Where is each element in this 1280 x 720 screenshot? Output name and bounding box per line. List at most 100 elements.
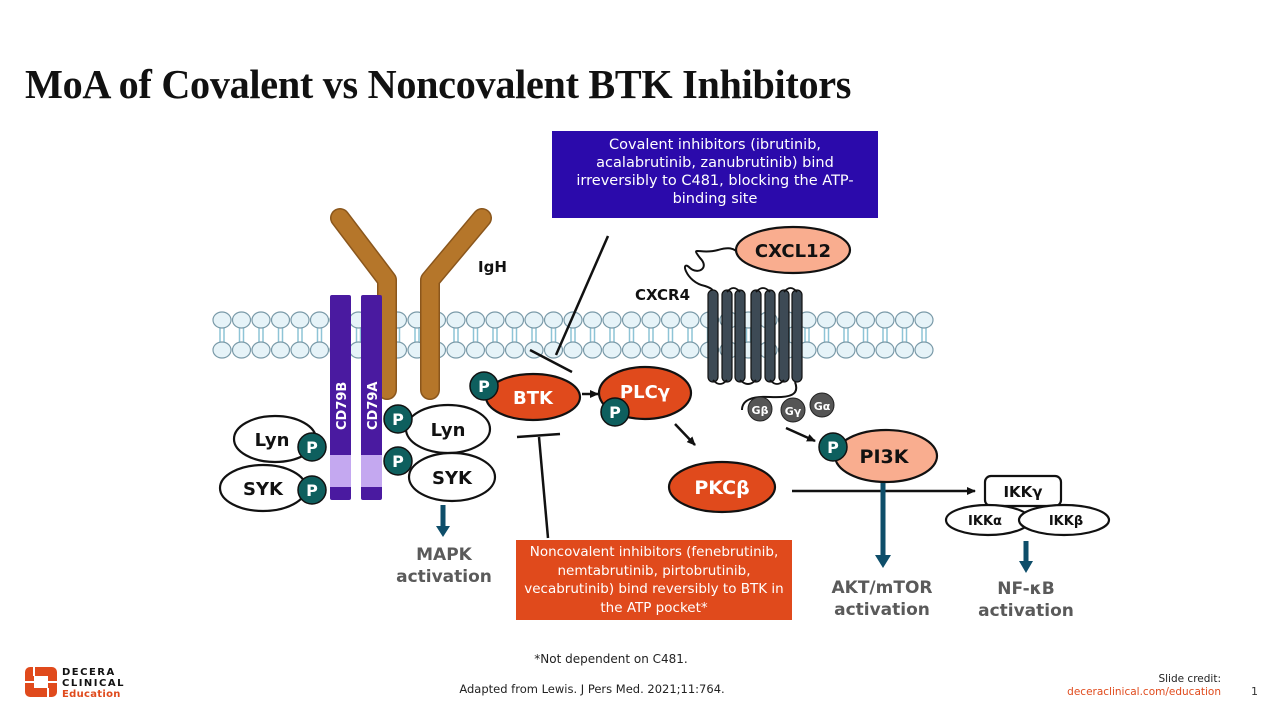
covalent-inhibition-bar [529, 348, 573, 374]
lipid-head [270, 341, 291, 359]
phospho-icon: P [297, 432, 327, 462]
phospho-icon: P [383, 446, 413, 476]
svg-text:P: P [392, 410, 404, 429]
lipid-head [836, 311, 856, 329]
lipid-head [504, 341, 525, 359]
syk-right-node: SYK [407, 451, 497, 503]
lipid-head [660, 341, 681, 359]
lipid-head [290, 311, 310, 329]
decera-logo-icon [25, 667, 57, 697]
svg-text:Gα: Gα [814, 400, 831, 413]
lipid-head [212, 311, 232, 329]
lipid-head [855, 311, 876, 329]
lipid-head [270, 311, 291, 329]
lipid-head [621, 311, 642, 329]
igh-receptor [330, 208, 492, 400]
noncovalent-pointer-line [537, 436, 550, 539]
lipid-head [582, 341, 603, 359]
page-number: 1 [1251, 685, 1258, 698]
lipid-head [446, 341, 466, 359]
reference: Adapted from Lewis. J Pers Med. 2021;11:… [459, 682, 725, 696]
cd79a-chain [361, 295, 382, 500]
svg-text:BTK: BTK [513, 388, 554, 409]
lipid-head [660, 311, 681, 329]
cxcr4-helix [778, 289, 790, 383]
cxcr4-helix [791, 289, 803, 383]
lipid-head [621, 341, 642, 359]
svg-text:IKKβ: IKKβ [1049, 514, 1083, 529]
g-alpha-node: Gα [809, 392, 835, 418]
pi3k-node: PI3K [833, 428, 939, 484]
lipid-head [309, 311, 330, 329]
cxcr4-helix [750, 289, 762, 383]
logo-line-2: CLINICAL [62, 678, 125, 689]
lipid-head [894, 341, 915, 359]
svg-text:PLCγ: PLCγ [620, 382, 670, 403]
lipid-head [680, 341, 700, 359]
svg-text:Gβ: Gβ [752, 404, 769, 417]
plcg-to-pkcb-arrow [674, 423, 696, 446]
cxcr4-helix [764, 289, 776, 383]
lipid-head [602, 341, 622, 359]
svg-text:SYK: SYK [432, 468, 473, 489]
lipid-head [524, 311, 544, 329]
lipid-head [914, 341, 934, 359]
lipid-head [465, 311, 486, 329]
syk-left-node: SYK [218, 463, 308, 513]
lipid-head [836, 341, 856, 359]
credit-link[interactable]: deceraclinical.com/education [1067, 686, 1221, 698]
lipid-head [875, 341, 895, 359]
lipid-head [309, 341, 330, 359]
lipid-head [543, 341, 564, 359]
svg-text:PKCβ: PKCβ [694, 477, 749, 499]
noncovalent-inhibitors-callout: Noncovalent inhibitors (fenebrutinib, ne… [516, 540, 792, 620]
svg-text:CXCL12: CXCL12 [755, 241, 831, 262]
nfkb-label: NF-κB [997, 579, 1054, 599]
cxcr4-label: CXCR4 [635, 286, 690, 304]
footnote: *Not dependent on C481. [534, 652, 688, 666]
cd79a-label: CD79A [366, 382, 381, 430]
lipid-head [602, 311, 622, 329]
mapk-label: MAPK [416, 545, 473, 565]
svg-text:P: P [392, 452, 404, 471]
logo-line-1: DECERA [62, 667, 116, 678]
lipid-head [446, 311, 466, 329]
lipid-head [485, 311, 505, 329]
lipid-head [504, 311, 525, 329]
ikk-alpha-node: IKKα [944, 503, 1032, 537]
svg-text:IKKα: IKKα [968, 514, 1002, 529]
cd79b-label: CD79B [335, 382, 350, 430]
svg-text:P: P [306, 438, 318, 457]
lipid-head [212, 341, 232, 359]
lipid-head [543, 311, 564, 329]
svg-text:SYK: SYK [243, 479, 284, 500]
lipid-head [894, 311, 915, 329]
mapk-arrowhead [436, 526, 450, 537]
svg-text:P: P [827, 438, 839, 457]
g-beta-node: Gβ [747, 396, 773, 422]
lipid-head [680, 311, 700, 329]
lipid-head [465, 341, 486, 359]
lipid-head [563, 341, 583, 359]
ikk-gamma-node: IKKγ [983, 474, 1063, 508]
g-to-pi3k-arrow [785, 426, 816, 443]
svg-text:Gγ: Gγ [785, 405, 802, 418]
akt-arrowhead [875, 555, 891, 568]
lyn-right-node: Lyn [404, 403, 492, 455]
lipid-head [231, 311, 252, 329]
decera-logo-text: DECERA CLINICAL Education [62, 667, 125, 700]
credit-label: Slide credit: [1158, 673, 1221, 685]
slide-title: MoA of Covalent vs Noncovalent BTK Inhib… [25, 61, 852, 107]
svg-text:Lyn: Lyn [431, 420, 466, 441]
lipid-head [816, 341, 837, 359]
akt-activation-label: activation [834, 600, 930, 620]
logo-line-3: Education [62, 689, 121, 700]
phospho-icon: P [297, 475, 327, 505]
nfkb-arrowhead [1019, 561, 1033, 573]
phospho-icon: P [383, 404, 413, 434]
ikk-beta-node: IKKβ [1017, 503, 1111, 537]
lipid-head [641, 311, 661, 329]
lipid-head [582, 311, 603, 329]
lipid-head [290, 341, 310, 359]
